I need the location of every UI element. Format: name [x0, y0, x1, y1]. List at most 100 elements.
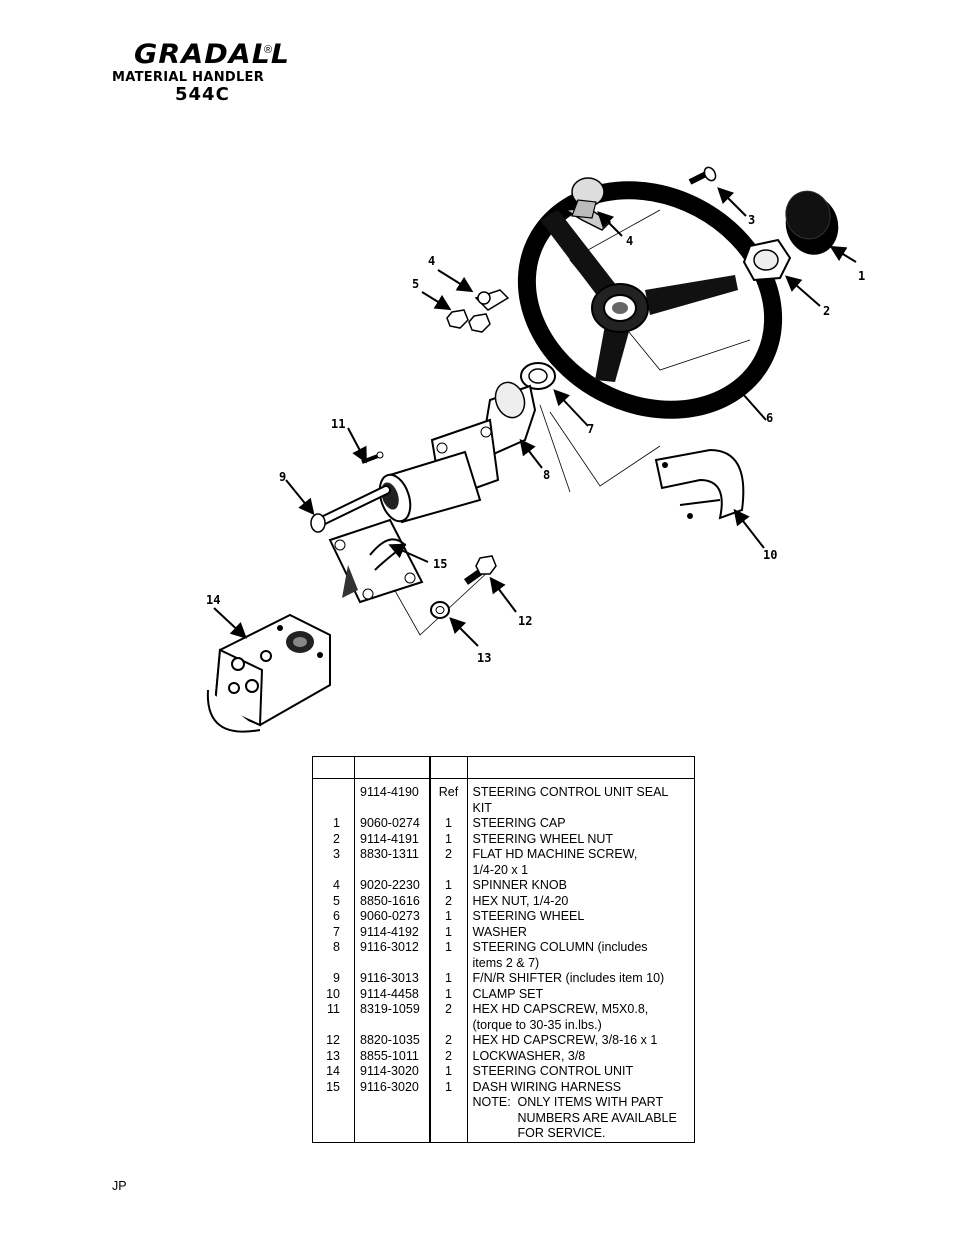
brand-subtitle: MATERIAL HANDLER — [112, 70, 265, 85]
callout-labels: 1 2 3 4 4 5 6 7 8 9 10 11 12 13 14 15 — [206, 213, 865, 665]
item-cell: 15 — [312, 1079, 355, 1095]
part-number-cell: 8830-1311 — [354, 847, 431, 878]
header-qty — [429, 756, 468, 779]
note-label: NOTE: — [472, 1095, 511, 1109]
description-cell: WASHER — [466, 924, 695, 940]
mounting-plate — [328, 518, 424, 604]
machine-screw — [688, 166, 717, 185]
part-number-cell: 9114-4458 — [354, 986, 431, 1002]
description-cell: FLAT HD MACHINE SCREW,1/4-20 x 1 — [466, 847, 695, 878]
part-number-cell: 8820-1035 — [354, 1033, 431, 1049]
callout-1: 1 — [858, 269, 865, 283]
description-line: KIT — [472, 800, 492, 815]
steering-cap — [785, 190, 839, 255]
model-number: 544C — [175, 84, 230, 105]
item-cell: 7 — [312, 924, 355, 940]
description-cell: HEX HD CAPSCREW, M5X0.8,(torque to 30-35… — [466, 1002, 695, 1033]
item-cell: 4 — [312, 878, 355, 894]
fnr-shifter — [310, 485, 391, 533]
steering-wheel — [517, 181, 783, 419]
capscrew-small — [361, 451, 384, 464]
header-desc — [466, 756, 695, 779]
description-cell: STEERING CONTROL UNIT — [466, 1064, 695, 1080]
description-line: STEERING CONTROL UNIT — [472, 1064, 634, 1078]
part-number-cell: 9116-3013 — [354, 971, 431, 987]
quantity-cell: 1 — [429, 878, 468, 894]
empty-cell — [429, 1095, 468, 1143]
brand-logo: GRADALL — [134, 39, 291, 70]
note-line: NUMBERS ARE AVAILABLE — [517, 1110, 677, 1125]
quantity-cell: 1 — [429, 831, 468, 847]
quantity-cell: 1 — [429, 909, 468, 925]
description-cell: SPINNER KNOB — [466, 878, 695, 894]
description-line: STEERING CAP — [472, 816, 566, 830]
knob-and-nuts — [446, 289, 510, 333]
callout-4: 4 — [626, 234, 633, 248]
item-cell: 14 — [312, 1064, 355, 1080]
quantity-cell: 1 — [429, 971, 468, 987]
header-item — [312, 756, 355, 779]
quantity-cell: 2 — [429, 1002, 468, 1033]
callout-14: 14 — [206, 593, 220, 607]
callout-8: 8 — [543, 468, 550, 482]
exploded-parts-diagram: 1 2 3 4 4 5 6 7 8 9 10 11 12 13 14 15 — [206, 166, 865, 733]
description-line: FLAT HD MACHINE SCREW, — [472, 847, 638, 861]
callout-3: 3 — [748, 213, 755, 227]
part-number-cell: 9114-3020 — [354, 1064, 431, 1080]
description-line: STEERING CONTROL UNIT SEAL — [472, 785, 669, 799]
quantity-cell: Ref — [429, 778, 468, 816]
callout-7: 7 — [587, 422, 594, 436]
steering-column — [378, 381, 537, 524]
description-line: F/N/R SHIFTER (includes item 10) — [472, 971, 665, 985]
part-number-cell: 9114-4191 — [354, 831, 431, 847]
capscrew-large — [463, 555, 497, 585]
description-line: STEERING COLUMN (includes — [472, 940, 648, 954]
description-cell: STEERING WHEEL NUT — [466, 831, 695, 847]
description-cell: HEX HD CAPSCREW, 3/8-16 x 1 — [466, 1033, 695, 1049]
part-number-cell: 9114-4192 — [354, 924, 431, 940]
part-number-cell: 8855-1011 — [354, 1048, 431, 1064]
lockwasher — [430, 601, 450, 619]
description-cell: CLAMP SET — [466, 986, 695, 1002]
footer-code: JP — [112, 1179, 127, 1193]
quantity-cell: 2 — [429, 1033, 468, 1049]
callout-6: 6 — [766, 411, 773, 425]
callout-5: 5 — [412, 277, 419, 291]
part-number-cell: 8850-1616 — [354, 893, 431, 909]
description-cell: F/N/R SHIFTER (includes item 10) — [466, 971, 695, 987]
quantity-cell: 2 — [429, 847, 468, 878]
item-cell: 2 — [312, 831, 355, 847]
description-line: DASH WIRING HARNESS — [472, 1079, 622, 1094]
description-line: items 2 & 7) — [472, 955, 540, 970]
item-cell: 11 — [312, 1002, 355, 1033]
description-line: HEX HD CAPSCREW, 3/8-16 x 1 — [472, 1033, 658, 1047]
callout-2: 2 — [823, 304, 830, 318]
steering-control-unit — [206, 613, 331, 733]
item-cell: 5 — [312, 893, 355, 909]
part-number-cell: 9116-3020 — [354, 1079, 431, 1095]
header-part — [354, 756, 431, 779]
quantity-cell: 2 — [429, 1048, 468, 1064]
description-line: SPINNER KNOB — [472, 878, 567, 892]
description-line: 1/4-20 x 1 — [472, 862, 529, 877]
callout-11: 11 — [331, 417, 345, 431]
callout-13: 13 — [477, 651, 491, 665]
